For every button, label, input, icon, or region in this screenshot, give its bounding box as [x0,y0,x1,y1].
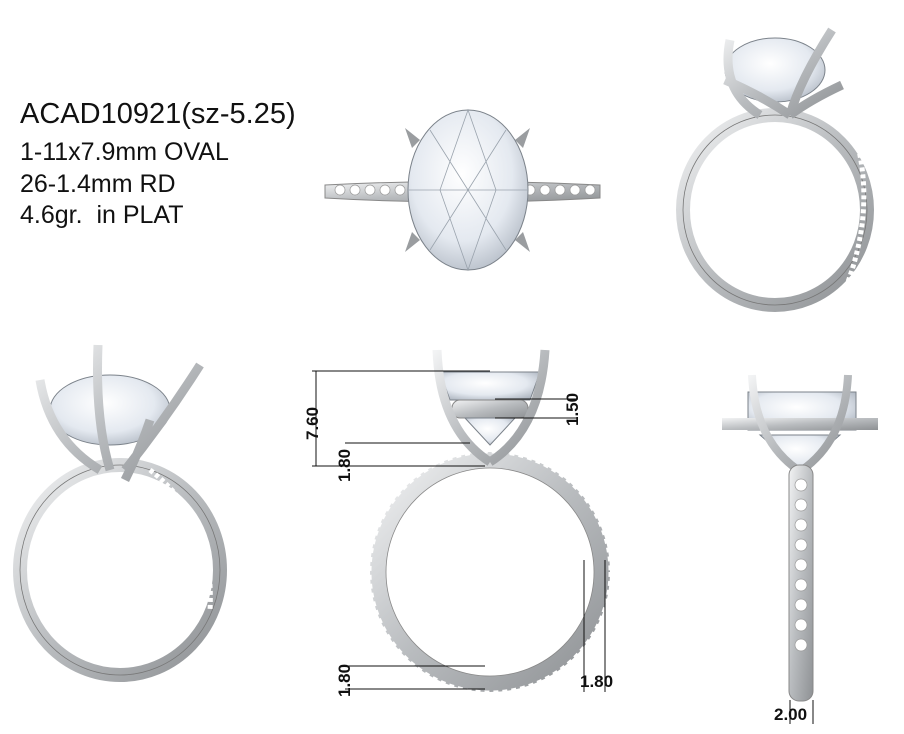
dim-shank-width-bottom: 2.00 [774,705,807,724]
dim-shank-width-side: 1.80 [580,672,613,691]
model-number: ACAD10921(sz-5.25) [20,98,296,130]
dim-shank-bottom: 1.80 [335,664,354,697]
side-view [722,374,878,702]
perspective-view-top-right [676,27,874,312]
dimension-lines [312,370,814,724]
center-stone-spec: 1-11x7.9mm OVAL [20,138,229,166]
weight-spec: 4.6gr. in PLAT [20,201,184,229]
dim-base-height: 1.80 [335,449,354,482]
perspective-view-bottom-left [13,344,227,682]
side-stones-spec: 26-1.4mm RD [20,170,176,198]
top-view [324,108,601,272]
dim-total-height: 7.60 [303,407,322,440]
dim-gallery-height: 1.50 [563,393,582,426]
